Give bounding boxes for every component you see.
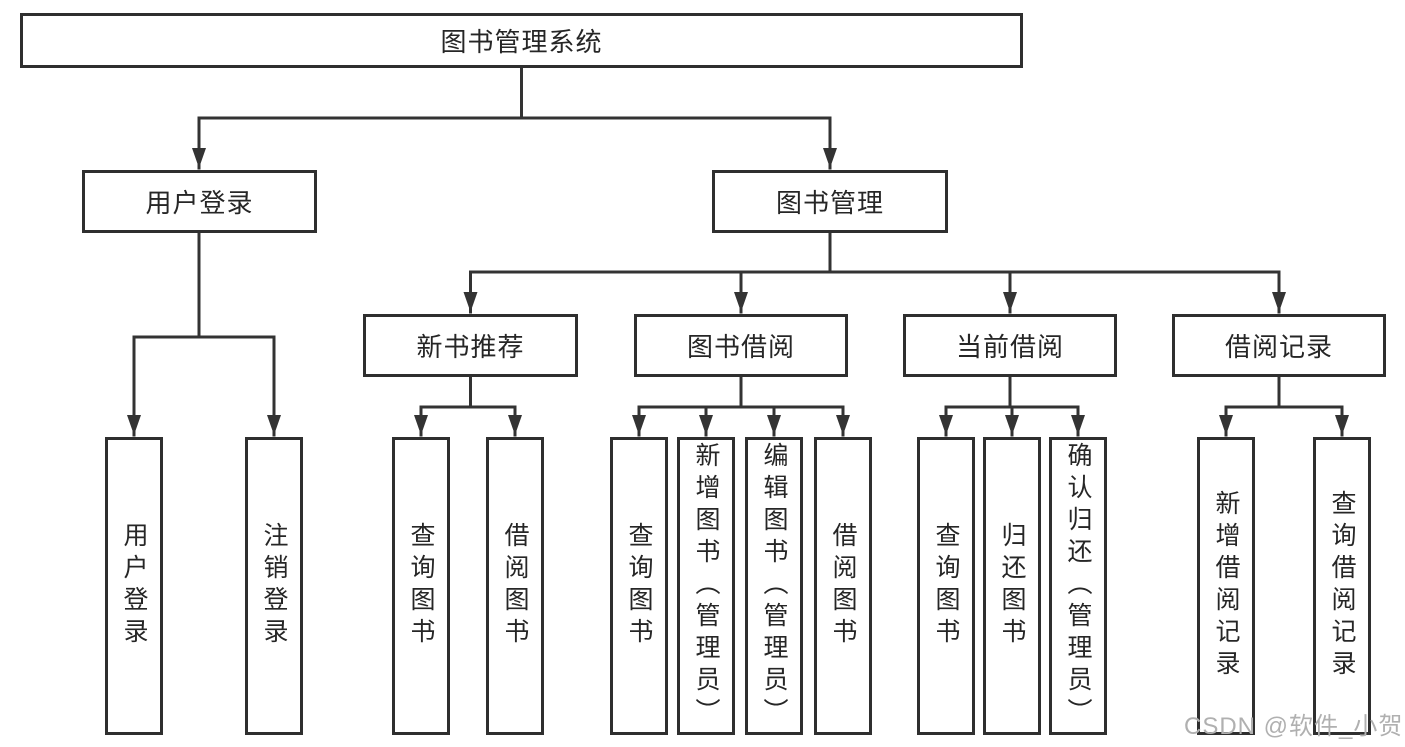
node-new-book-recommend: 新书推荐 — [363, 314, 578, 377]
node-add-book-admin: 新增图书（管理员） — [677, 437, 735, 735]
csdn-watermark: CSDN @软件_小贺同学 — [1184, 713, 1405, 740]
node-borrow-book: 借阅图书 — [814, 437, 872, 735]
node-query-book-current: 查询图书 — [917, 437, 975, 735]
node-user-login: 用户登录 — [105, 437, 163, 735]
node-edit-book-admin: 编辑图书（管理员） — [745, 437, 803, 735]
node-book-management: 图书管理 — [712, 170, 948, 233]
node-user-login-branch: 用户登录 — [82, 170, 317, 233]
node-confirm-return-admin: 确认归还（管理员） — [1049, 437, 1107, 735]
node-current-borrow: 当前借阅 — [903, 314, 1117, 377]
node-book-borrow: 图书借阅 — [634, 314, 848, 377]
node-borrow-book-recommend: 借阅图书 — [486, 437, 544, 735]
node-add-borrow-record: 新增借阅记录 — [1197, 437, 1255, 735]
node-root-library-system: 图书管理系统 — [20, 13, 1023, 68]
node-query-book-recommend: 查询图书 — [392, 437, 450, 735]
node-query-borrow-record: 查询借阅记录 — [1313, 437, 1371, 735]
node-return-book: 归还图书 — [983, 437, 1041, 735]
node-query-book-borrow: 查询图书 — [610, 437, 668, 735]
node-logout: 注销登录 — [245, 437, 303, 735]
node-borrow-records: 借阅记录 — [1172, 314, 1386, 377]
